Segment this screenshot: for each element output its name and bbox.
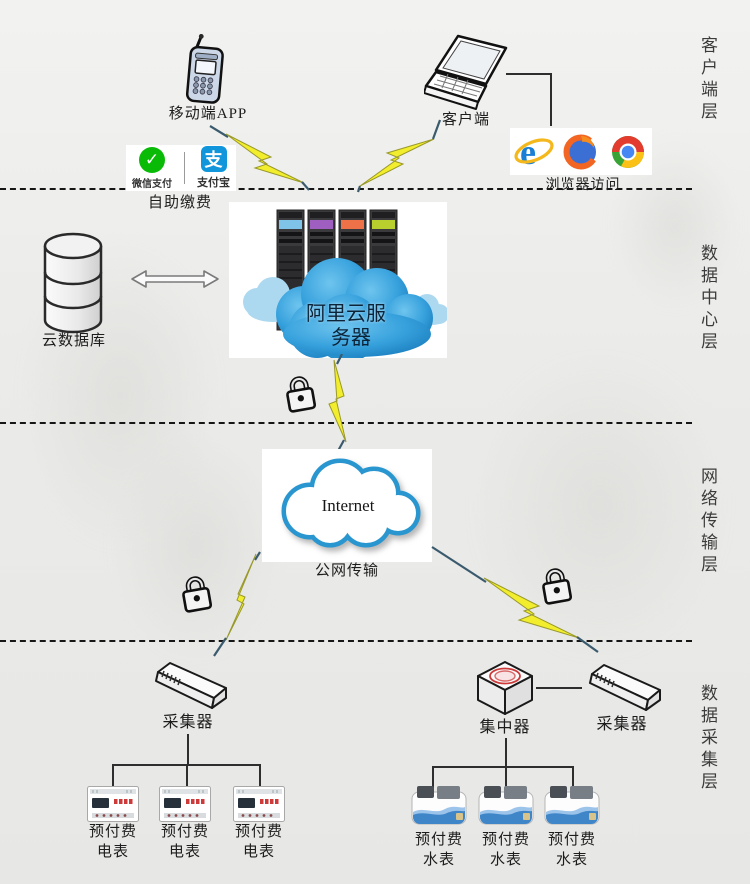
concentrator-label: 集中器 (479, 719, 531, 736)
layer-separator (0, 640, 692, 642)
layer-label-client: 客户端层 (698, 36, 717, 124)
self-payment-label: 自助缴费 (147, 195, 212, 211)
concentrator-icon (477, 661, 533, 715)
layer-label-collection: 数据采集层 (698, 684, 717, 794)
internet-panel: Internet (262, 449, 432, 562)
public-network-label: 公网传输 (314, 563, 379, 579)
alipay: 支 支付宝 (197, 146, 230, 190)
browsers-panel: e (510, 128, 652, 175)
electric-meter-label-line1: 预付费 (160, 824, 209, 840)
wechat-pay: ✓ 微信支付 (132, 146, 172, 190)
browser-access-label: 浏览器访问 (545, 178, 621, 193)
connector-line (550, 73, 552, 126)
water-meter-label-line2: 水表 (555, 852, 588, 869)
connector-line (572, 766, 574, 788)
water-meter-label-line1: 预付费 (547, 832, 596, 848)
svg-text:e: e (520, 132, 536, 172)
divider (184, 152, 185, 184)
electric-meter-label-line2: 电表 (168, 844, 201, 861)
electric-meter-label: 预付费 电表 (153, 822, 217, 863)
server-cluster-icon: 阿里云服 务器 (243, 209, 447, 358)
aliyun-server-label-line2: 务器 (331, 326, 371, 349)
water-meter-label-line2: 水表 (422, 852, 455, 869)
water-meter-label-line1: 预付费 (414, 832, 463, 848)
collector-icon (589, 664, 661, 711)
layer-label-data-center: 数据中心层 (698, 244, 717, 354)
electric-meter-label: 预付费 电表 (81, 822, 145, 863)
internet-cloud-icon: Internet (281, 458, 421, 548)
chrome-browser-icon (612, 135, 645, 168)
client-pc-label: 客户端 (441, 112, 490, 128)
water-meter-label: 预付费 水表 (474, 830, 538, 871)
water-meter-icon (544, 786, 600, 825)
connector-line (536, 687, 582, 689)
lightning-laptop-link-icon (356, 119, 442, 193)
mobile-app-label: 移动端APP (168, 106, 248, 122)
connector-line (432, 766, 434, 788)
layer-separator (0, 422, 692, 424)
world-map-background (470, 350, 730, 660)
lightning-internet-collector-icon (213, 551, 261, 657)
water-meter-icon (411, 786, 467, 825)
lightning-internet-collector2-icon (431, 546, 599, 653)
connector-line (505, 766, 507, 788)
cloud-database-label: 云数据库 (41, 333, 106, 349)
electric-meter-label-line1: 预付费 (88, 824, 137, 840)
water-meter-label: 预付费 水表 (407, 830, 471, 871)
sync-arrow-icon (131, 270, 219, 288)
cloud-icon (276, 258, 433, 358)
wechat-pay-label: 微信支付 (132, 178, 172, 190)
alipay-label: 支付宝 (197, 177, 230, 189)
alipay-icon: 支 (200, 146, 227, 172)
water-meter-label: 预付费 水表 (540, 830, 604, 871)
collector-right-label: 采集器 (596, 716, 648, 733)
laptop-icon (424, 34, 508, 110)
world-map-background (110, 430, 280, 660)
internet-label: Internet (322, 496, 375, 515)
firefox-browser-icon (563, 134, 599, 169)
electric-meter-label-line2: 电表 (96, 844, 129, 861)
connector-line (505, 738, 507, 768)
lightning-phone-link-icon (209, 125, 310, 191)
aliyun-server-label-line1: 阿里云服 (306, 302, 386, 325)
ie-browser-icon: e (514, 132, 554, 172)
connector-line (259, 764, 261, 788)
lock-icon (182, 576, 213, 613)
mobile-phone-icon (185, 34, 224, 104)
payment-methods-panel: ✓ 微信支付 支 支付宝 (126, 145, 236, 191)
lightning-server-internet-icon (328, 354, 347, 452)
electric-meter-icon (233, 786, 285, 822)
electric-meter-label-line1: 预付费 (234, 824, 283, 840)
connector-line (506, 73, 552, 75)
water-meter-label-line2: 水表 (489, 852, 522, 869)
layer-label-network: 网络传输层 (698, 467, 717, 577)
connector-line (432, 766, 574, 768)
collector-icon (155, 662, 227, 709)
connector-line (186, 764, 188, 788)
layer-separator (0, 188, 692, 190)
database-cylinder-icon (43, 232, 103, 334)
connector-line (112, 764, 114, 788)
collector-left-label: 采集器 (162, 714, 214, 731)
wechat-pay-icon: ✓ (139, 146, 165, 173)
water-meter-label-line1: 预付费 (481, 832, 530, 848)
aliyun-server-panel: 阿里云服 务器 (229, 202, 447, 358)
connector-line (187, 734, 189, 766)
electric-meter-icon (87, 786, 139, 822)
lock-icon (286, 376, 317, 413)
electric-meter-label: 预付费 电表 (227, 822, 291, 863)
electric-meter-label-line2: 电表 (242, 844, 275, 861)
water-meter-icon (478, 786, 534, 825)
lock-icon (542, 568, 573, 605)
electric-meter-icon (159, 786, 211, 822)
